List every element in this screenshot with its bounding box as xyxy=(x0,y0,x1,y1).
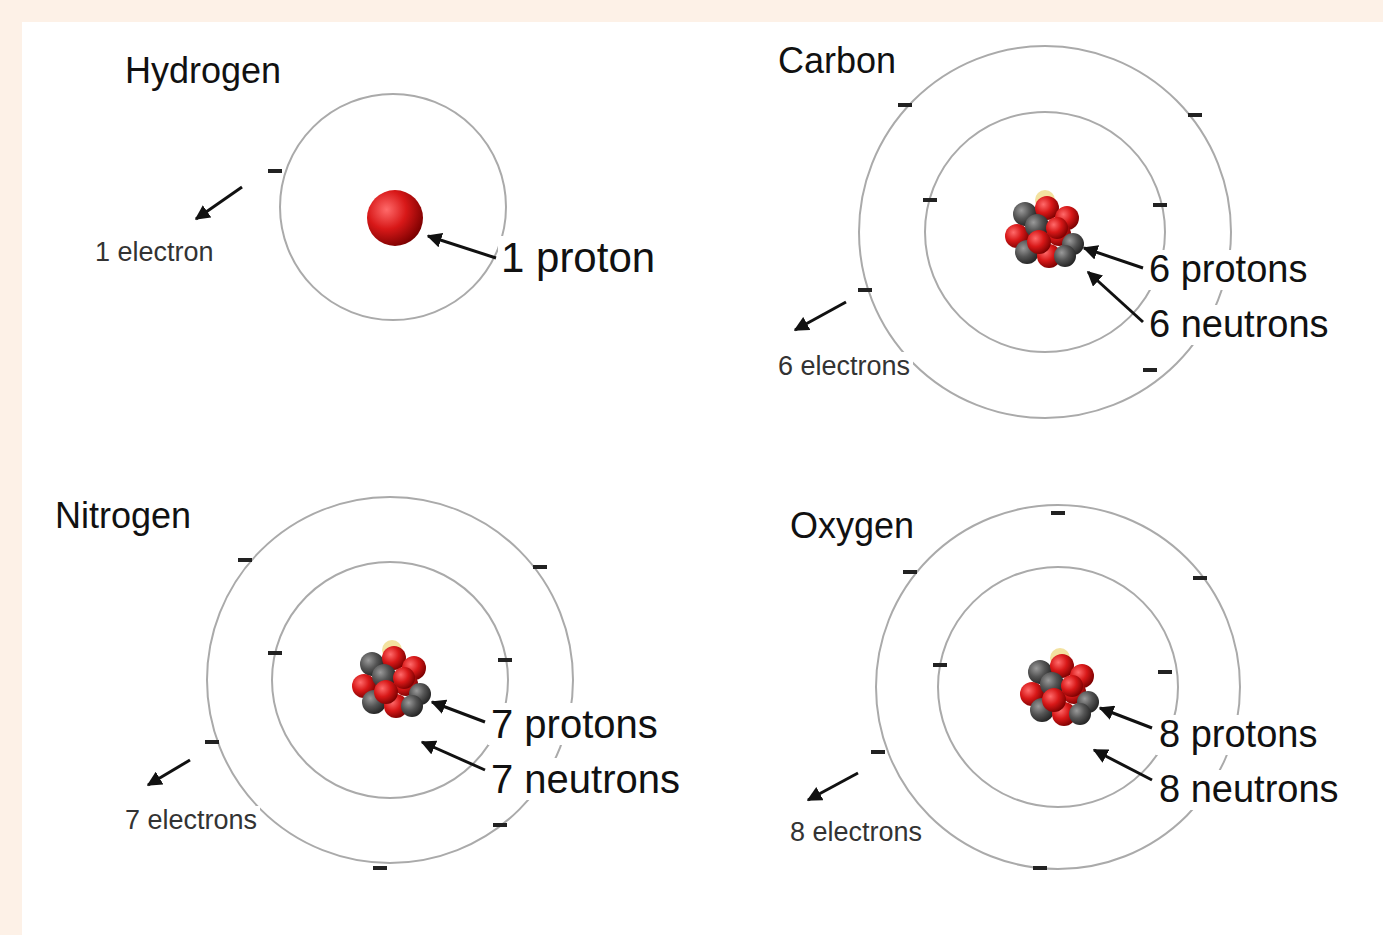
particle-label: 8 protons xyxy=(1156,715,1320,755)
leader-arrow xyxy=(196,187,242,219)
nucleus xyxy=(1020,648,1099,726)
leader-arrow xyxy=(808,773,858,800)
leader-arrow xyxy=(148,760,190,785)
electron xyxy=(268,169,282,173)
leader-arrow xyxy=(422,742,485,770)
nucleus xyxy=(352,640,431,718)
nucleus xyxy=(1005,190,1084,268)
proton xyxy=(367,190,423,246)
particle-label: 6 protons xyxy=(1146,250,1310,290)
leader-arrow xyxy=(795,302,846,330)
electron-label: 1 electron xyxy=(92,238,217,266)
orbit xyxy=(280,94,506,320)
element-name: Hydrogen xyxy=(122,52,284,90)
leader-arrow xyxy=(1088,272,1143,322)
leader-arrow xyxy=(432,702,485,722)
electron-label: 6 electrons xyxy=(775,352,913,380)
electrons xyxy=(871,513,1207,868)
carbon-orbits xyxy=(859,46,1231,418)
particle-label: 6 neutrons xyxy=(1146,305,1332,345)
leader-arrow xyxy=(428,236,496,258)
hydrogen-atom xyxy=(280,94,506,320)
leader-arrow xyxy=(1084,248,1143,268)
particle-label: 1 proton xyxy=(498,236,658,280)
oxygen-orbits xyxy=(876,505,1240,869)
electron-label: 7 electrons xyxy=(122,806,260,834)
element-name: Oxygen xyxy=(787,507,917,545)
element-name: Carbon xyxy=(775,42,899,80)
leader-arrow xyxy=(1094,750,1152,780)
nitrogen-orbits xyxy=(207,497,573,863)
particle-label: 8 neutrons xyxy=(1156,770,1342,810)
particle-label: 7 protons xyxy=(488,703,661,745)
element-name: Nitrogen xyxy=(52,497,194,535)
leader-arrow xyxy=(1100,708,1152,728)
particle-label: 7 neutrons xyxy=(488,758,683,800)
electron-label: 8 electrons xyxy=(787,818,925,846)
